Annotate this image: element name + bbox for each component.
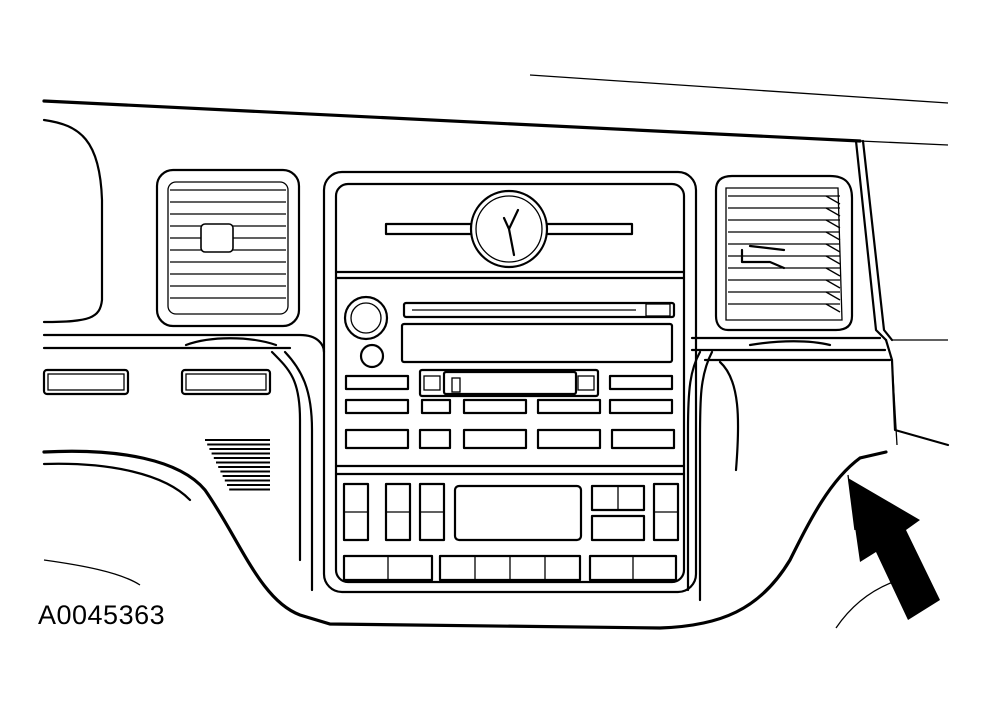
analog-clock [384,189,634,269]
radio-button [536,398,602,415]
windshield-lines [42,74,949,146]
speaker-grille [205,439,270,491]
radio-display [400,322,674,364]
radio-button [462,428,528,450]
radio-button [536,428,602,450]
climate-control-panel [342,482,680,582]
radio-button [344,374,410,391]
figure-id-label: A0045363 [38,600,166,630]
left-air-vent [155,168,301,347]
vent-slat-edge [825,255,841,265]
vent-slat-edge [825,267,841,277]
radio-button [344,428,410,450]
radio-preset-buttons [344,374,676,450]
radio-button [344,398,410,415]
radio-button [608,374,674,391]
power-knob [359,343,385,369]
volume-knob [343,295,389,341]
left-switch-bank [42,368,272,396]
clock-hands [502,208,520,257]
radio-button [462,398,528,415]
audio-head-unit [343,295,676,450]
locator-arrow-icon [847,474,940,620]
vent-slat-edge [825,303,841,313]
climate-button [590,514,646,542]
right-pillar [854,139,950,447]
vent-adjuster-knob [200,223,234,253]
center-stack [322,170,698,594]
radio-button [608,398,674,415]
vent-slat-edge [825,195,841,205]
radio-button [418,428,452,450]
vent-slat-edge [825,243,841,253]
vent-slat-edge [825,231,841,241]
vent-slat-edge [825,291,841,301]
cluster-hood [42,118,104,324]
vent-slat-edge [825,279,841,289]
vent-slat-edge [825,219,841,229]
climate-display [453,484,583,542]
lower-dash-outline [42,350,906,630]
radio-button [420,398,452,415]
cassette-door [418,368,600,398]
radio-button [610,428,676,450]
vent-slat-edge [825,207,841,217]
right-air-vent [714,174,854,347]
cd-slot [402,301,676,319]
